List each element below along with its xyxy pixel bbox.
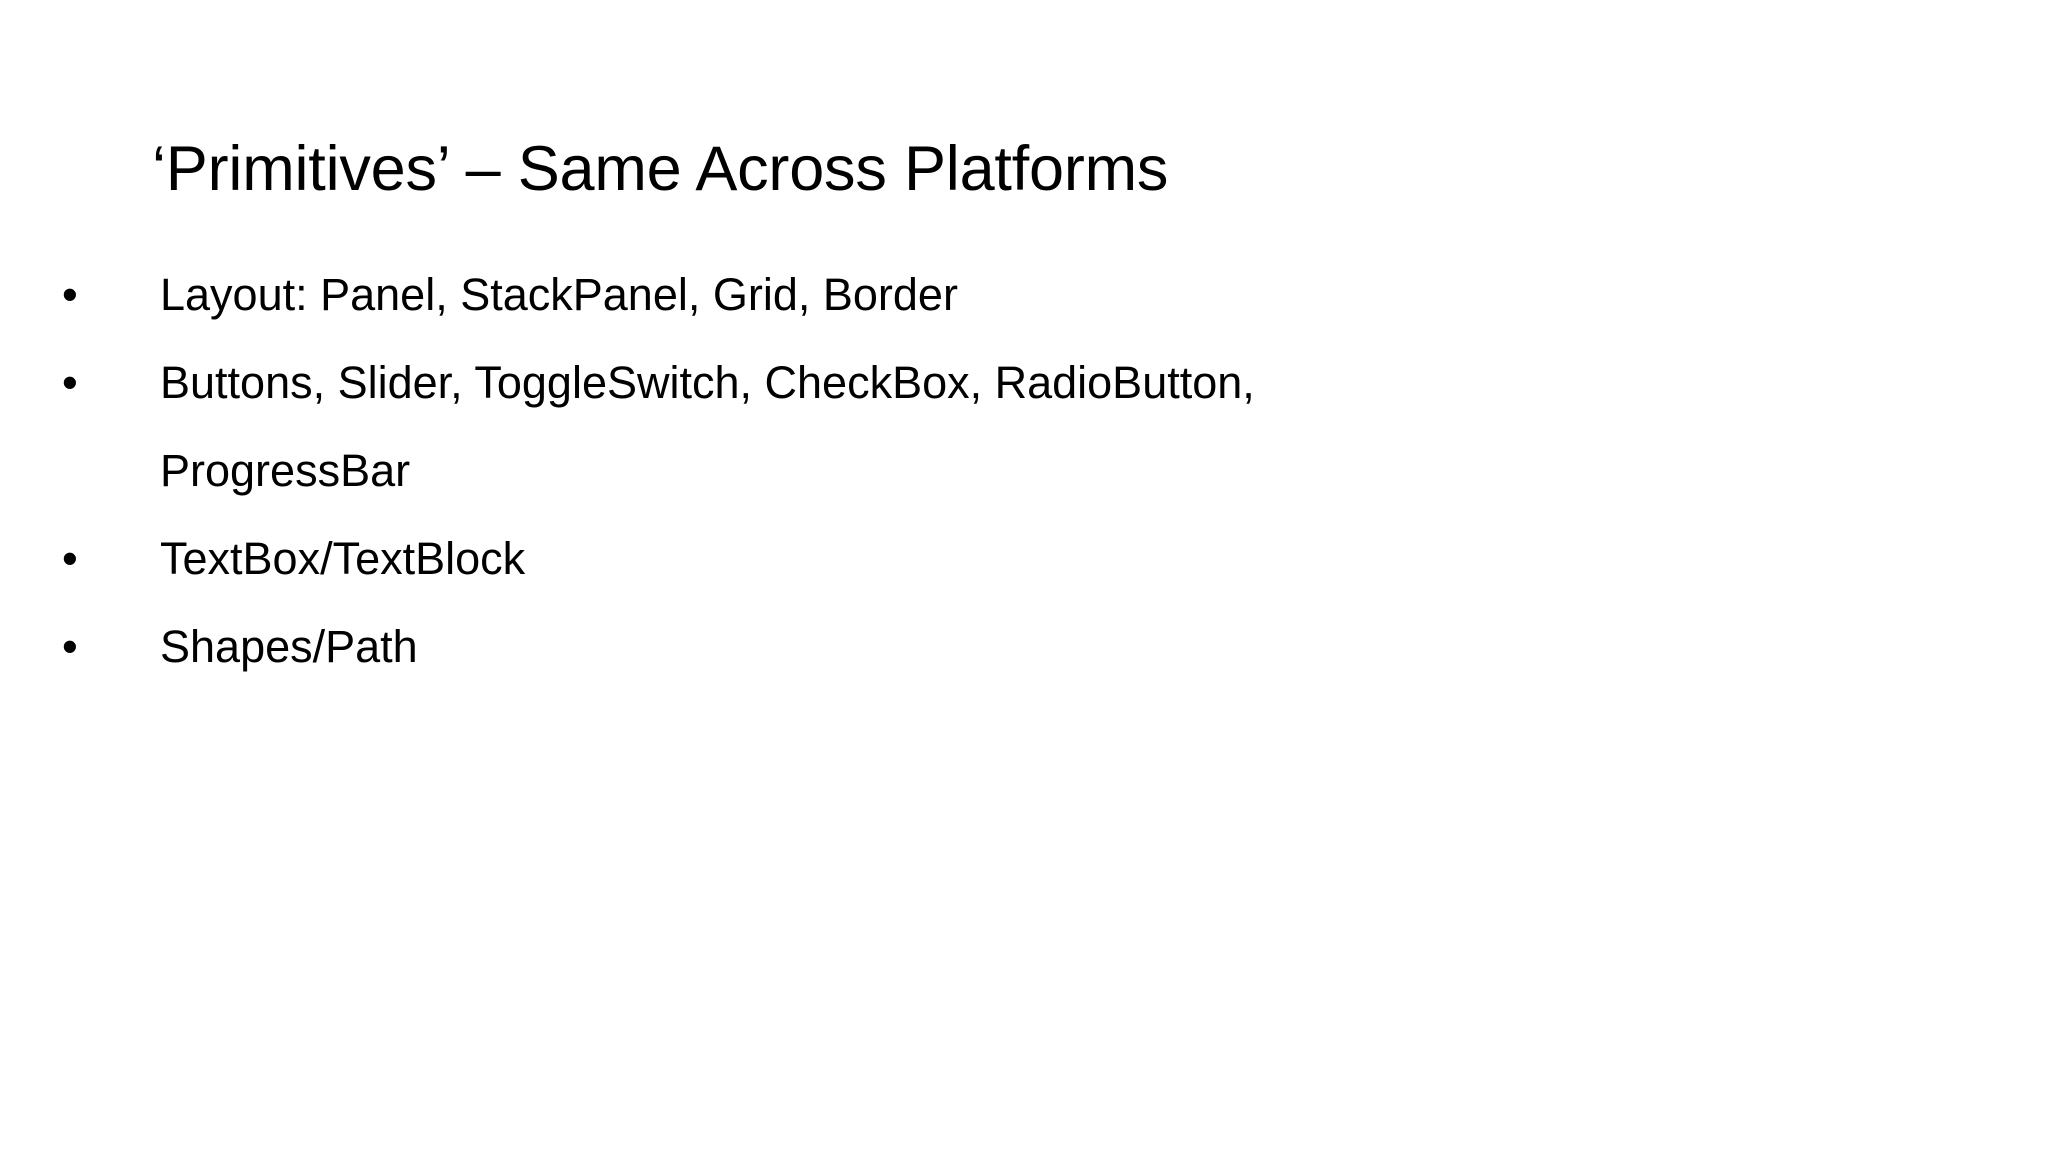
list-item: • Layout: Panel, StackPanel, Grid, Borde… (44, 272, 1844, 317)
bullet-icon: • (62, 269, 78, 320)
list-item: • TextBox/TextBlock (44, 536, 1844, 581)
list-item: • Shapes/Path (44, 624, 1844, 669)
bullet-icon: • (62, 621, 78, 672)
list-item-label: Buttons, Slider, ToggleSwitch, CheckBox,… (160, 357, 1255, 408)
list-item-label: Shapes/Path (160, 621, 418, 672)
list-item-label: TextBox/TextBlock (160, 533, 526, 584)
bullet-list: • Layout: Panel, StackPanel, Grid, Borde… (44, 272, 1844, 669)
bullet-icon: • (62, 357, 78, 408)
list-item: • Buttons, Slider, ToggleSwitch, CheckBo… (44, 360, 1844, 493)
list-item-wrapped-label: ProgressBar (160, 445, 411, 496)
bullet-icon: • (62, 533, 78, 584)
page-title: ‘Primitives’ – Same Across Platforms (152, 134, 1169, 205)
list-item-label: Layout: Panel, StackPanel, Grid, Border (160, 269, 958, 320)
